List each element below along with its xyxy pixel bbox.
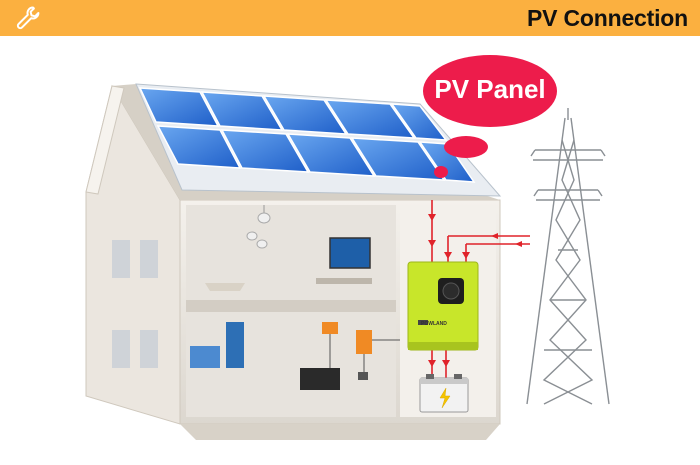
solar-panel-grid [138, 87, 476, 183]
inverter: POWLAND [407, 261, 479, 351]
header-bar: PV Connection [0, 0, 700, 36]
solar-roof [85, 83, 502, 200]
pv-connection-diagram: POWLAND [85, 83, 610, 440]
callout-trail-dot [434, 166, 448, 178]
power-flow-arrows [428, 200, 530, 378]
pv-panel-label: PV Panel [434, 74, 546, 104]
interior [190, 205, 400, 390]
wrench-icon[interactable] [14, 4, 42, 32]
inverter-brand-label: POWLAND [421, 321, 447, 327]
battery [419, 374, 469, 413]
page-title: PV Connection [527, 5, 688, 31]
transmission-tower [526, 108, 610, 405]
pv-panel-callout [423, 55, 557, 127]
callout-trail-bubble [444, 136, 488, 158]
